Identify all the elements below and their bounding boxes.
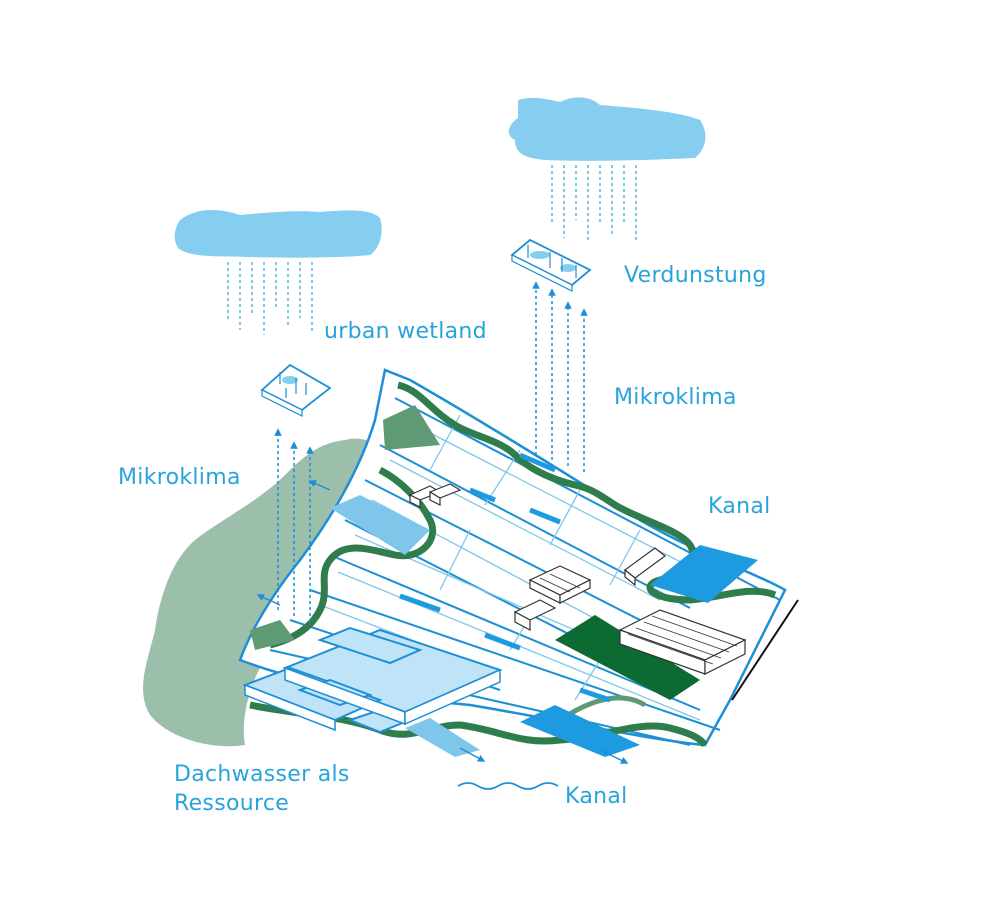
rain-left <box>227 262 313 335</box>
label-kanal-right: Kanal <box>708 494 771 519</box>
evaporation-arrows-right <box>532 281 588 472</box>
cloud-left <box>174 210 382 258</box>
label-dachwasser: Dachwasser als Ressource <box>174 760 350 818</box>
evaporation-arrows-left <box>274 428 314 622</box>
edge-line <box>731 599 799 701</box>
label-verdunstung: Verdunstung <box>624 263 767 288</box>
street-highlights <box>399 452 611 703</box>
label-dachwasser-line2: Ressource <box>174 791 290 816</box>
label-dachwasser-line1: Dachwasser als <box>174 762 350 787</box>
label-mikroklima-right: Mikroklima <box>614 385 737 410</box>
rain-right <box>551 165 637 242</box>
flow-arrows <box>256 480 629 764</box>
vegetation-area <box>143 438 391 747</box>
green-parcel <box>383 405 440 450</box>
cloud-right <box>508 97 706 161</box>
building-details <box>539 573 738 665</box>
roof-buildings <box>242 626 503 734</box>
water-parcel <box>330 495 430 555</box>
verdunstung-platform <box>510 238 592 292</box>
green-channel-left <box>269 466 436 649</box>
outline-buildings <box>408 483 747 675</box>
roof-building-sides <box>244 666 501 732</box>
green-parcel <box>555 615 700 700</box>
label-mikroklima-left: Mikroklima <box>118 465 241 490</box>
water-wave-icon <box>457 782 559 790</box>
water-parcel <box>520 705 640 757</box>
label-kanal-bottom: Kanal <box>565 784 628 809</box>
green-channel <box>397 381 777 604</box>
wetland-platform <box>260 363 332 417</box>
water-parcel <box>405 718 480 757</box>
green-parcel <box>250 620 295 650</box>
water-parcel <box>650 545 758 603</box>
label-urban-wetland: urban wetland <box>324 319 487 344</box>
